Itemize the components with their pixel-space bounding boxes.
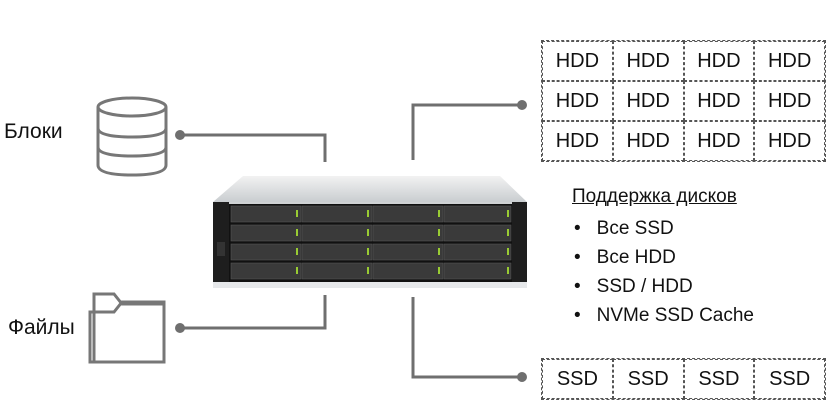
ssd-cell: SSD	[683, 359, 755, 399]
ssd-cell: SSD	[754, 359, 825, 399]
hdd-cell: HDD	[683, 81, 755, 121]
disk-support-title: Поддержка дисков	[572, 186, 737, 207]
disk-support-list: Все SSD Все HDD SSD / HDD NVMe SSD Cache	[572, 214, 754, 330]
files-label: Файлы	[8, 316, 75, 339]
hdd-cell: HDD	[754, 41, 825, 81]
database-icon	[96, 96, 168, 177]
ssd-cell: SSD	[612, 359, 684, 399]
hdd-cell: HDD	[754, 121, 825, 161]
hdd-grid: HDD HDD HDD HDD HDD HDD HDD HDD HDD HDD …	[541, 40, 826, 162]
list-item: Все HDD	[572, 243, 754, 272]
hdd-cell: HDD	[612, 41, 684, 81]
hdd-cell: HDD	[683, 121, 755, 161]
hdd-cell: HDD	[612, 121, 684, 161]
ssd-row: SSD SSD SSD SSD	[541, 358, 826, 400]
ssd-connector	[411, 297, 520, 379]
hdd-cell: HDD	[542, 81, 613, 121]
hdd-connector	[411, 103, 520, 160]
nas-server-image	[213, 176, 527, 288]
list-item: Все SSD	[572, 214, 754, 243]
hdd-cell: HDD	[612, 81, 684, 121]
folder-icon	[88, 292, 166, 364]
blocks-connector	[180, 133, 327, 162]
ssd-cell: SSD	[542, 359, 613, 399]
blocks-label: Блоки	[4, 120, 63, 143]
list-item: SSD / HDD	[572, 272, 754, 301]
hdd-cell: HDD	[542, 41, 613, 81]
hdd-cell: HDD	[683, 41, 755, 81]
hdd-cell: HDD	[542, 121, 613, 161]
list-item: NVMe SSD Cache	[572, 301, 754, 330]
hdd-cell: HDD	[754, 81, 825, 121]
disk-support-panel: Поддержка дисков Все SSD Все HDD SSD / H…	[572, 186, 754, 330]
files-connector	[180, 295, 327, 330]
